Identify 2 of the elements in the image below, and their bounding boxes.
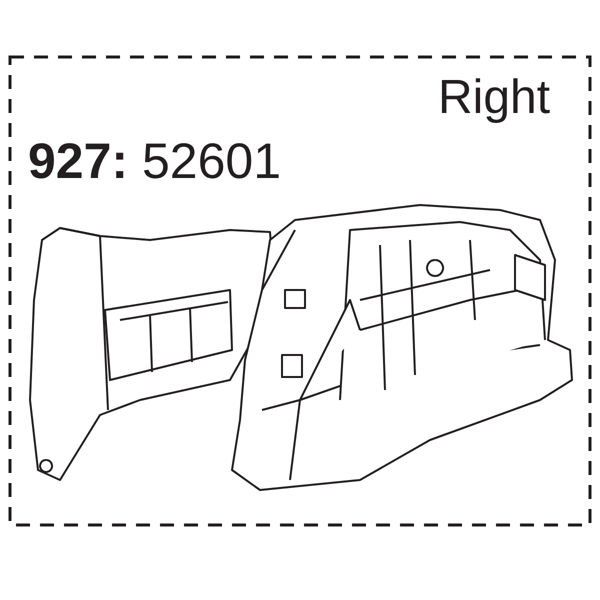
side-label: Right <box>438 70 550 125</box>
part-number: 927: 52601 <box>28 132 282 190</box>
